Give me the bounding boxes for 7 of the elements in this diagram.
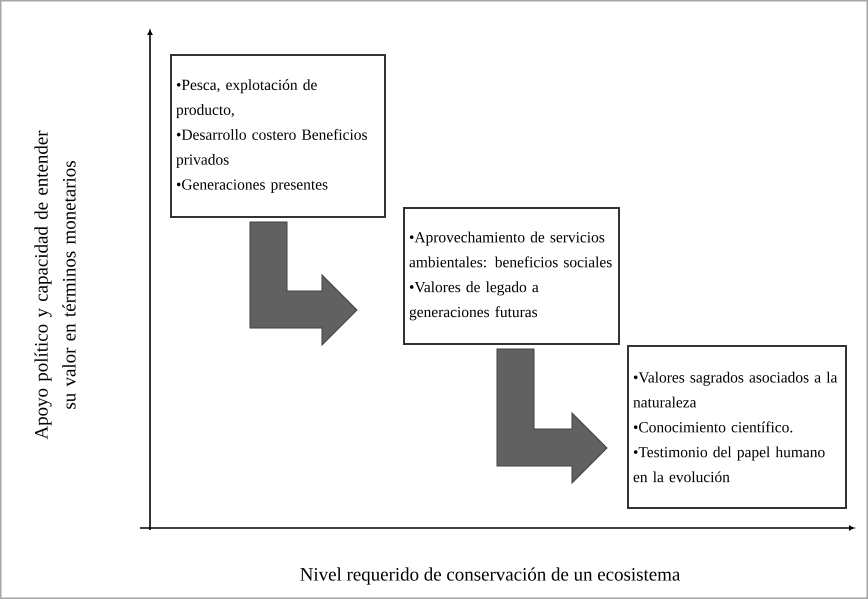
axis-label: Apoyo político y capacidad de entender su valor en términos monetarios bbox=[34, 130, 76, 440]
bent-arrow bbox=[496, 348, 608, 484]
text-box: •Pesca, explotación de producto, •Desarrollo costero Beneficios privados •Generaciones presentes bbox=[170, 54, 386, 218]
bent-arrow bbox=[250, 222, 358, 346]
text-box: •Valores sagrados asociados a la naturaleza •Conocimiento científico. •Testimonio del papel humano en la evolución bbox=[627, 345, 847, 509]
text-box: •Aprovechamiento de servicios ambientales: beneficios sociales •Valores de legado a generaciones futuras bbox=[403, 207, 620, 345]
axis-label: Nivel requerido de conservación de un ecosistema bbox=[300, 567, 680, 585]
